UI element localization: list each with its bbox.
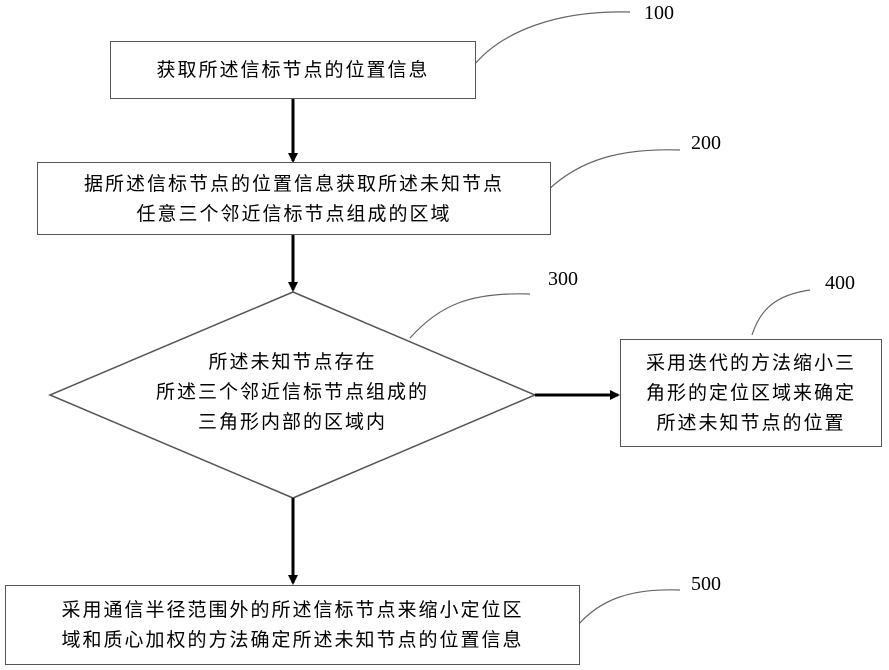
step-text-400-line2: 角形的定位区域来确定	[646, 378, 856, 408]
decision-text-300-line3: 三角形内部的区域内	[120, 407, 465, 437]
ref-number-500: 500	[691, 573, 721, 596]
step-text-400-line3: 所述未知节点的位置	[656, 408, 845, 438]
ref-number-300: 300	[548, 268, 578, 291]
step-text-200-line2: 任意三个邻近信标节点组成的区域	[136, 199, 451, 229]
leader-line-500	[578, 590, 680, 625]
ref-number-400: 400	[825, 272, 855, 295]
ref-number-100: 100	[644, 2, 674, 25]
step-text-500-line2: 域和质心加权的方法确定所述未知节点的位置信息	[61, 625, 523, 655]
decision-text-300: 所述未知节点存在 所述三个邻近信标节点组成的 三角形内部的区域内	[120, 347, 465, 437]
decision-text-300-line1: 所述未知节点存在	[120, 347, 465, 377]
step-text-200-line1: 据所述信标节点的位置信息获取所述未知节点	[84, 169, 504, 199]
step-text-100: 获取所述信标节点的位置信息	[156, 55, 429, 85]
decision-text-300-line2: 所述三个邻近信标节点组成的	[120, 377, 465, 407]
step-text-400-line1: 采用迭代的方法缩小三	[646, 348, 856, 378]
step-box-500: 采用通信半径范围外的所述信标节点来缩小定位区 域和质心加权的方法确定所述未知节点…	[5, 585, 580, 665]
leader-line-200	[548, 150, 680, 190]
leader-line-100	[470, 12, 630, 70]
step-box-100: 获取所述信标节点的位置信息	[110, 41, 476, 99]
step-box-400: 采用迭代的方法缩小三 角形的定位区域来确定 所述未知节点的位置	[620, 339, 882, 447]
leader-line-400	[752, 290, 810, 335]
leader-line-300	[410, 294, 530, 338]
step-box-200: 据所述信标节点的位置信息获取所述未知节点 任意三个邻近信标节点组成的区域	[37, 162, 551, 235]
ref-number-200: 200	[691, 132, 721, 155]
step-text-500-line1: 采用通信半径范围外的所述信标节点来缩小定位区	[61, 595, 523, 625]
